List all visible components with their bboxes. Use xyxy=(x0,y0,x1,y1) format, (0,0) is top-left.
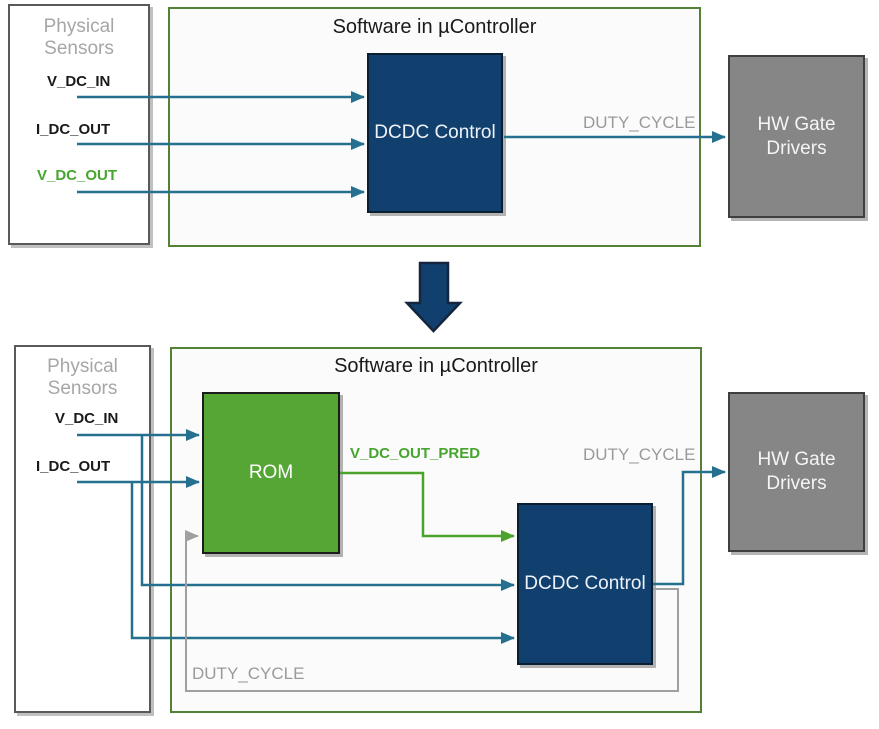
top-signal-v-dc-in: V_DC_IN xyxy=(47,73,111,90)
bottom-duty-cycle-out-label: DUTY_CYCLE xyxy=(583,445,696,464)
top-duty-cycle-label: DUTY_CYCLE xyxy=(583,113,696,132)
v-dc-out-pred-label: V_DC_OUT_PRED xyxy=(350,445,481,462)
top-dcdc-control-block: DCDC Control xyxy=(367,53,503,213)
top-hw-gate-drivers-label: HW Gate Drivers xyxy=(757,113,836,159)
top-hw-gate-drivers-block: HW Gate Drivers xyxy=(728,55,865,218)
top-signal-i-dc-out: I_DC_OUT xyxy=(36,121,111,138)
bottom-physical-sensors-title: Physical Sensors xyxy=(47,356,118,399)
wire-duty-cycle-feedback-arrow xyxy=(185,530,679,692)
bottom-dcdc-control-label: DCDC Control xyxy=(524,573,646,595)
top-signal-v-dc-out: V_DC_OUT xyxy=(37,167,118,184)
top-physical-sensors-box: Physical Sensors xyxy=(8,4,150,245)
rom-label: ROM xyxy=(248,462,294,484)
rom-block: ROM xyxy=(202,392,340,554)
bottom-software-title: Software in µController xyxy=(334,355,538,377)
bottom-signal-v-dc-in: V_DC_IN xyxy=(55,410,119,427)
transform-down-arrow-icon xyxy=(404,261,463,333)
bottom-signal-i-dc-out: I_DC_OUT xyxy=(36,458,111,475)
bottom-dcdc-control-block: DCDC Control xyxy=(517,503,653,665)
wire-v-dc-out-pred-arrow xyxy=(340,471,515,542)
bottom-wire-i-dc-out-to-dcdc-arrow xyxy=(130,482,515,644)
bottom-hw-gate-drivers-block: HW Gate Drivers xyxy=(728,392,865,552)
bottom-wire-duty-cycle-out-arrow xyxy=(653,466,726,586)
top-dcdc-control-label: DCDC Control xyxy=(374,122,496,144)
bottom-wire-v-dc-in-to-dcdc-arrow xyxy=(140,435,515,591)
top-physical-sensors-title: Physical Sensors xyxy=(43,16,115,59)
bottom-physical-sensors-box: Physical Sensors xyxy=(14,345,151,713)
top-software-title: Software in µController xyxy=(332,16,537,38)
bottom-hw-gate-drivers-label: HW Gate Drivers xyxy=(757,449,836,494)
duty-cycle-feedback-label: DUTY_CYCLE xyxy=(192,664,305,683)
